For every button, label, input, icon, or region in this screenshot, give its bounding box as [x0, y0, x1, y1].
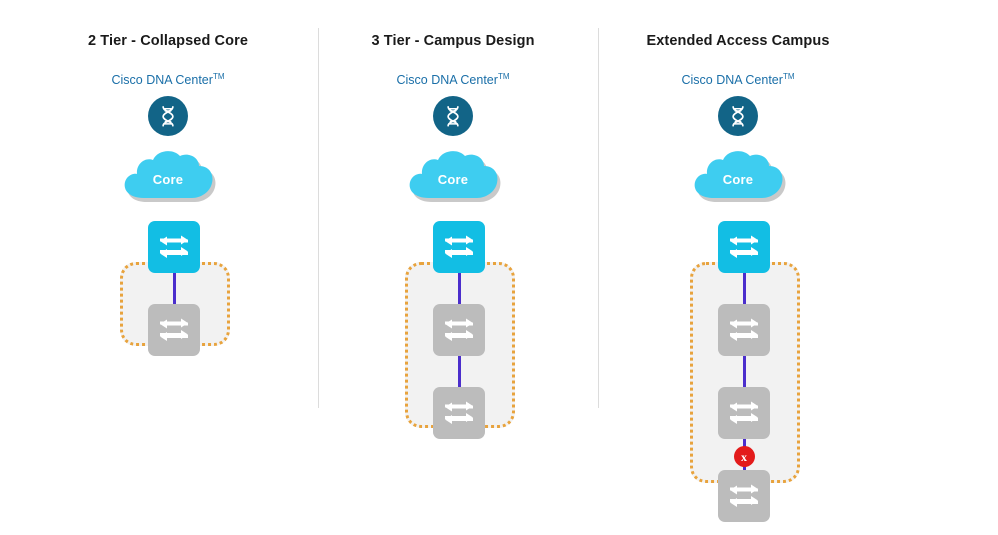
dnac-label: Cisco DNA CenterTM [8, 72, 328, 87]
column-title: 2 Tier - Collapsed Core [88, 33, 248, 49]
switch-icon [718, 387, 770, 439]
switch-icon [148, 304, 200, 356]
dnac-label-text: Cisco DNA Center [396, 73, 498, 88]
dnac-label: Cisco DNA CenterTM [293, 72, 613, 87]
link-distribution-access1 [742, 272, 746, 312]
cloud-icon: Core [403, 146, 503, 204]
topology-column-two-tier: 2 Tier - Collapsed Core Cisco DNA Center… [8, 0, 328, 535]
switch-icon [433, 304, 485, 356]
column-divider-1 [318, 28, 319, 408]
fault-label: x [741, 449, 747, 464]
dnac-trademark: TM [782, 72, 795, 81]
switch-icon [433, 387, 485, 439]
link-access1-access2 [742, 355, 746, 395]
cloud-body [409, 151, 498, 198]
link-distribution-access1 [457, 272, 461, 312]
cloud-icon: Core [118, 146, 218, 204]
switch-icon [718, 304, 770, 356]
error-x-icon: x [733, 446, 755, 467]
dnac-label-text: Cisco DNA Center [111, 73, 213, 88]
link-distribution-access1 [172, 272, 176, 312]
switch-icon [433, 221, 485, 273]
cloud-label: Core [722, 171, 754, 187]
dna-helix-icon [433, 96, 473, 136]
topology-column-extended-access: Extended Access Campus Cisco DNA CenterT… [578, 0, 898, 535]
column-divider-2 [598, 28, 599, 408]
cloud-label: Core [437, 171, 469, 187]
dna-helix-icon [718, 96, 758, 136]
column-title: Extended Access Campus [646, 33, 830, 49]
dna-helix-icon [148, 96, 188, 136]
topology-column-three-tier: 3 Tier - Campus Design Cisco DNA CenterT… [293, 0, 613, 535]
cloud-body [694, 151, 783, 198]
switch-icon [718, 470, 770, 522]
link-access1-access2 [457, 355, 461, 395]
column-title: 3 Tier - Campus Design [371, 33, 535, 49]
switch-icon [718, 221, 770, 273]
dnac-label: Cisco DNA CenterTM [578, 72, 898, 87]
cloud-icon: Core [688, 146, 788, 204]
cloud-label: Core [152, 171, 184, 187]
dnac-trademark: TM [497, 72, 510, 81]
cloud-body [124, 151, 213, 198]
switch-icon [148, 221, 200, 273]
dnac-trademark: TM [212, 72, 225, 81]
dnac-label-text: Cisco DNA Center [681, 73, 783, 88]
